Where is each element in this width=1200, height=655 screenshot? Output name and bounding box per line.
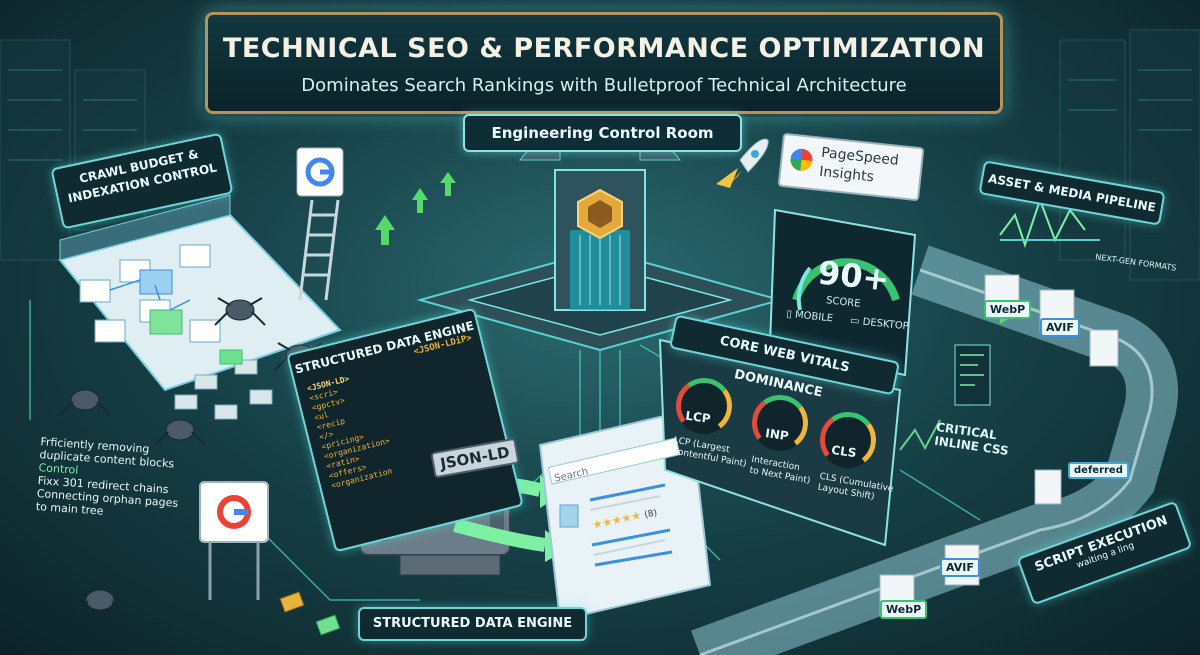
webp-badge: WebP [984, 300, 1032, 319]
avif-badge: AVIF [1040, 318, 1080, 337]
sitemap-board [58, 194, 342, 392]
gauge-label: CLS [830, 442, 858, 461]
control-room-ribbon: Engineering Control Room [463, 114, 742, 152]
rocket-icon [716, 138, 769, 190]
google-sign-icon [199, 481, 269, 600]
data-tokens [279, 591, 341, 636]
pagespeed-brand-line2: Insights [818, 163, 875, 186]
deferred-badge: deferred [1068, 462, 1129, 479]
pagespeed-score: 90+ [816, 253, 892, 299]
ladder [298, 199, 340, 301]
pagespeed-score-gauge [792, 258, 900, 311]
page-subtitle: Dominates Search Rankings with Bulletpro… [301, 75, 907, 96]
trend-sparkline [899, 419, 941, 451]
pagespeed-logo-icon [789, 147, 814, 172]
critical-css-window [954, 344, 991, 406]
crawl-notes: Frficiently removing duplicate content b… [35, 435, 182, 523]
server-racks-right [1059, 29, 1200, 281]
ranking-up-arrows [375, 172, 456, 245]
avif-badge-lower: AVIF [940, 558, 980, 577]
mobile-icon: ▯ [785, 308, 793, 321]
webp-badge-lower: WebP [880, 600, 928, 619]
structured-data-floor-label: STRUCTURED DATA ENGINE [358, 607, 587, 641]
floor-page-tiles [174, 349, 273, 420]
desktop-icon: ▭ [849, 315, 861, 328]
google-logo-icon [296, 147, 344, 197]
gauge-label: LCP [684, 408, 712, 426]
server-racks-left [0, 39, 146, 261]
gauge-label: INP [764, 426, 790, 444]
pagespeed-scoreboard [768, 208, 917, 377]
page-title: TECHNICAL SEO & PERFORMANCE OPTIMIZATION [222, 33, 986, 64]
title-banner: TECHNICAL SEO & PERFORMANCE OPTIMIZATION… [205, 12, 1003, 114]
